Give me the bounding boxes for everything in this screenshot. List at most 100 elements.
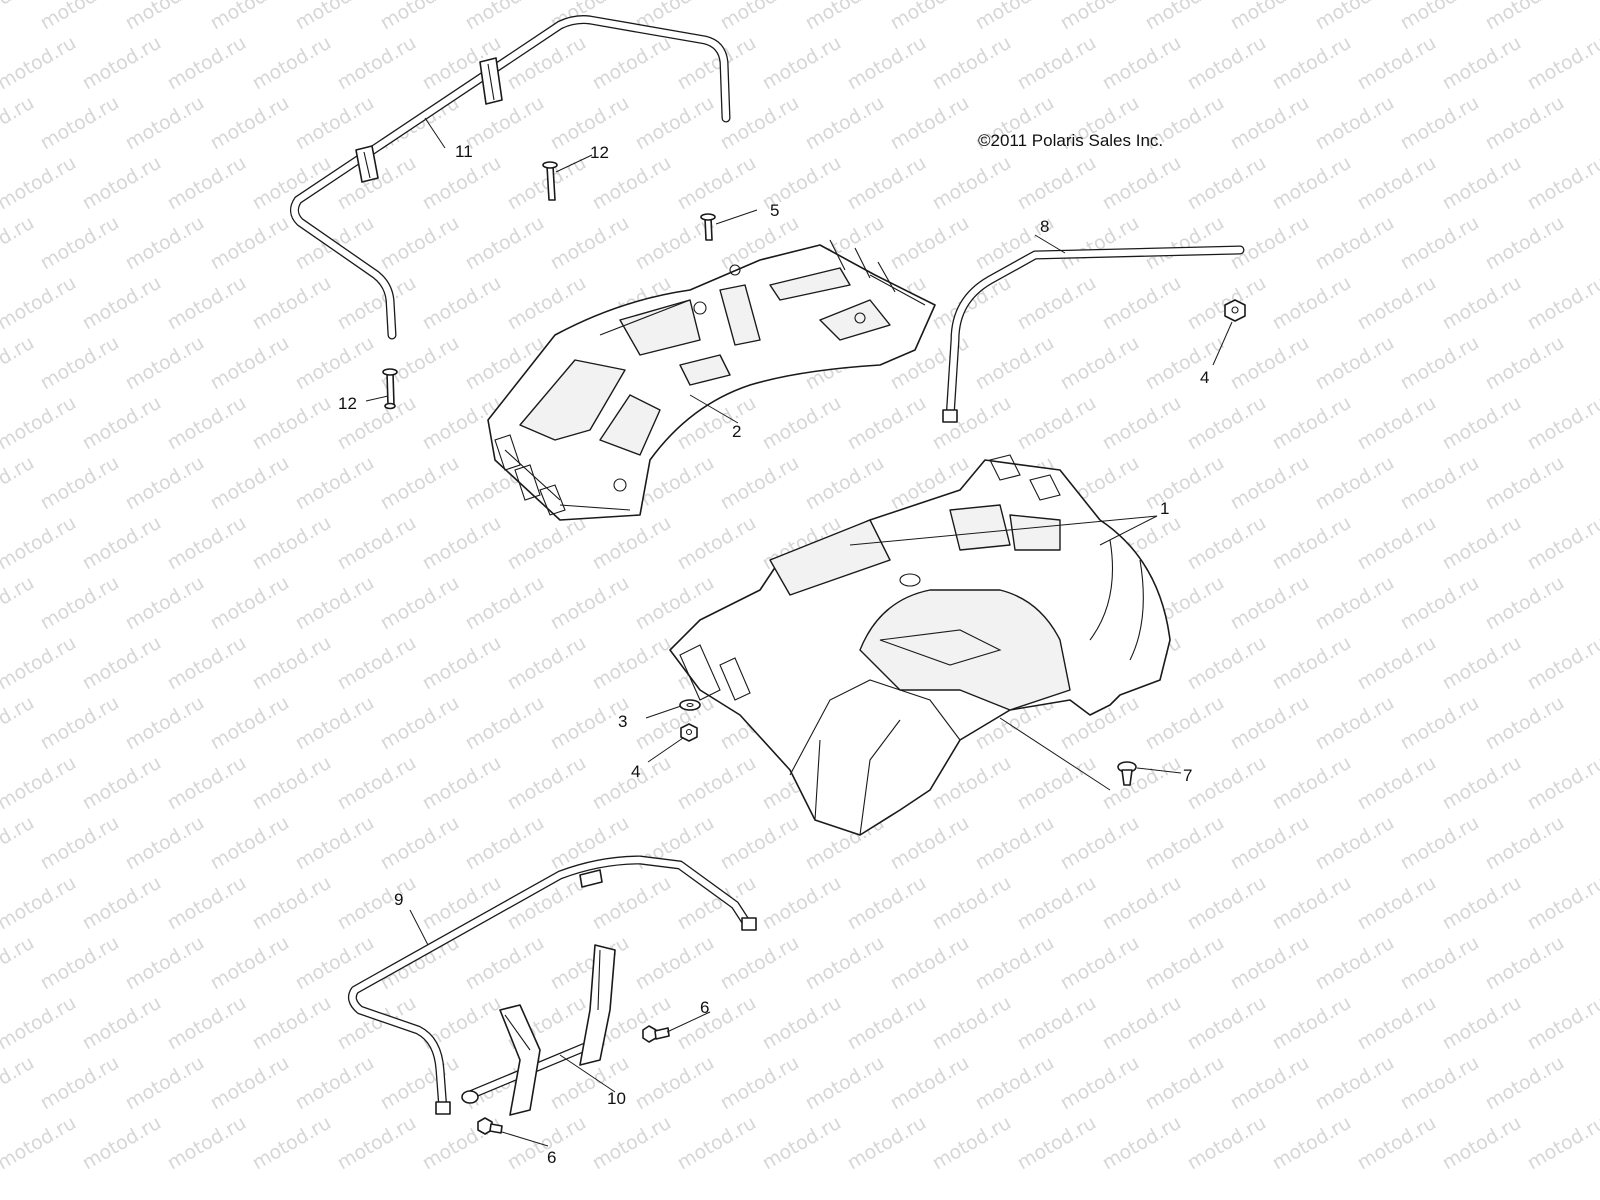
callout-12-upper[interactable]: 12 bbox=[590, 143, 609, 162]
watermark-text: motod.ru bbox=[1184, 752, 1270, 815]
watermark-text: motod.ru bbox=[79, 152, 165, 215]
part-2-rear-rack[interactable] bbox=[487, 239, 936, 521]
watermark-text: motod.ru bbox=[802, 932, 888, 995]
watermark-text: motod.ru bbox=[419, 152, 505, 215]
part-12-pin-lower[interactable] bbox=[382, 368, 398, 410]
watermark-text: motod.ru bbox=[1269, 152, 1355, 215]
watermark-text: motod.ru bbox=[1099, 1112, 1185, 1175]
watermark-text: motod.ru bbox=[1014, 1112, 1100, 1175]
watermark-text: motod.ru bbox=[547, 572, 633, 635]
watermark-text: motod.ru bbox=[1014, 752, 1100, 815]
callout-6-lower[interactable]: 6 bbox=[547, 1148, 556, 1167]
part-5-screw[interactable] bbox=[700, 213, 716, 241]
leader-lines bbox=[365, 117, 1233, 1147]
watermark-text: motod.ru bbox=[1184, 272, 1270, 335]
watermark-text: motod.ru bbox=[377, 212, 463, 275]
watermark-text: motod.ru bbox=[1227, 452, 1313, 515]
callout-7[interactable]: 7 bbox=[1183, 766, 1192, 785]
watermark-text: motod.ru bbox=[334, 632, 420, 695]
watermark-text: motod.ru bbox=[1227, 92, 1313, 155]
watermark-text: motod.ru bbox=[37, 92, 123, 155]
watermark-text: motod.ru bbox=[79, 392, 165, 455]
watermark-text: motod.ru bbox=[1142, 212, 1228, 275]
callout-10[interactable]: 10 bbox=[607, 1089, 626, 1108]
watermark-text: motod.ru bbox=[37, 692, 123, 755]
watermark-text: motod.ru bbox=[377, 572, 463, 635]
watermark-text: motod.ru bbox=[334, 512, 420, 575]
watermark-text: motod.ru bbox=[1142, 692, 1228, 755]
watermark-text: motod.ru bbox=[1227, 1052, 1313, 1115]
watermark-text: motod.ru bbox=[249, 392, 335, 455]
watermark-text: motod.ru bbox=[1014, 392, 1100, 455]
watermark-text: motod.ru bbox=[504, 512, 590, 575]
part-10-bracket[interactable] bbox=[461, 944, 616, 1116]
watermark-text: motod.ru bbox=[632, 1052, 718, 1115]
part-12-pin-upper[interactable] bbox=[542, 161, 558, 201]
watermark-text: motod.ru bbox=[79, 32, 165, 95]
watermark-text: motod.ru bbox=[334, 152, 420, 215]
watermark-text: motod.ru bbox=[929, 992, 1015, 1055]
watermark-text: motod.ru bbox=[1312, 0, 1398, 34]
watermark-text: motod.ru bbox=[844, 32, 930, 95]
part-6-bolt-lower[interactable] bbox=[477, 1117, 503, 1135]
watermark-text: motod.ru bbox=[1227, 212, 1313, 275]
watermark-text: motod.ru bbox=[1312, 572, 1398, 635]
watermark-text: motod.ru bbox=[0, 392, 80, 455]
watermark-text: motod.ru bbox=[377, 452, 463, 515]
callout-12-lower[interactable]: 12 bbox=[338, 394, 357, 413]
watermark-text: motod.ru bbox=[164, 32, 250, 95]
part-9-lower-rail[interactable] bbox=[347, 855, 757, 1115]
callout-9[interactable]: 9 bbox=[394, 890, 403, 909]
watermark-text: motod.ru bbox=[1354, 32, 1440, 95]
watermark-text: motod.ru bbox=[1482, 692, 1568, 755]
watermark-text: motod.ru bbox=[1142, 452, 1228, 515]
watermark-text: motod.ru bbox=[79, 512, 165, 575]
watermark-text: motod.ru bbox=[0, 752, 80, 815]
watermark-text: motod.ru bbox=[1482, 572, 1568, 635]
part-6-bolt-upper[interactable] bbox=[642, 1025, 670, 1043]
callout-8[interactable]: 8 bbox=[1040, 217, 1049, 236]
callout-4-lower[interactable]: 4 bbox=[631, 762, 640, 781]
callout-3[interactable]: 3 bbox=[618, 712, 627, 731]
watermark-text: motod.ru bbox=[887, 212, 973, 275]
watermark-text: motod.ru bbox=[164, 512, 250, 575]
callout-4-upper[interactable]: 4 bbox=[1200, 368, 1209, 387]
part-1-rear-fender[interactable] bbox=[669, 454, 1171, 836]
watermark-text: motod.ru bbox=[1354, 392, 1440, 455]
watermark-text: motod.ru bbox=[1524, 152, 1600, 215]
watermark-text: motod.ru bbox=[0, 92, 38, 155]
callout-5[interactable]: 5 bbox=[770, 201, 779, 220]
callout-1[interactable]: 1 bbox=[1160, 499, 1169, 518]
watermark-text: motod.ru bbox=[887, 812, 973, 875]
watermark-text: motod.ru bbox=[1227, 932, 1313, 995]
watermark-text: motod.ru bbox=[1184, 512, 1270, 575]
watermark-text: motod.ru bbox=[1142, 332, 1228, 395]
part-11-rack-rail[interactable] bbox=[290, 15, 731, 340]
watermark-text: motod.ru bbox=[1099, 272, 1185, 335]
watermark-text: motod.ru bbox=[1312, 1052, 1398, 1115]
watermark-text: motod.ru bbox=[1142, 1052, 1228, 1115]
part-8-rail-bar[interactable] bbox=[942, 245, 1245, 423]
watermark-text: motod.ru bbox=[334, 32, 420, 95]
watermark-text: motod.ru bbox=[1269, 992, 1355, 1055]
part-4-nut-upper[interactable] bbox=[1224, 299, 1246, 322]
watermark-text: motod.ru bbox=[674, 512, 760, 575]
watermark-text: motod.ru bbox=[1354, 152, 1440, 215]
watermark-text: motod.ru bbox=[1014, 272, 1100, 335]
watermark-text: motod.ru bbox=[37, 332, 123, 395]
watermark-text: motod.ru bbox=[207, 452, 293, 515]
watermark-text: motod.ru bbox=[674, 1112, 760, 1175]
watermark-text: motod.ru bbox=[972, 1052, 1058, 1115]
part-3-washer[interactable] bbox=[679, 699, 701, 711]
part-4-nut-lower[interactable] bbox=[680, 723, 698, 742]
watermark-text: motod.ru bbox=[377, 812, 463, 875]
callout-2[interactable]: 2 bbox=[732, 422, 741, 441]
callout-6-upper[interactable]: 6 bbox=[700, 998, 709, 1017]
callout-11[interactable]: 11 bbox=[455, 142, 473, 161]
watermark-text: motod.ru bbox=[122, 692, 208, 755]
watermark-text: motod.ru bbox=[122, 572, 208, 635]
part-7-push-rivet[interactable] bbox=[1117, 761, 1137, 786]
watermark-text: motod.ru bbox=[419, 752, 505, 815]
watermark-text: motod.ru bbox=[759, 992, 845, 1055]
watermark-text: motod.ru bbox=[207, 812, 293, 875]
